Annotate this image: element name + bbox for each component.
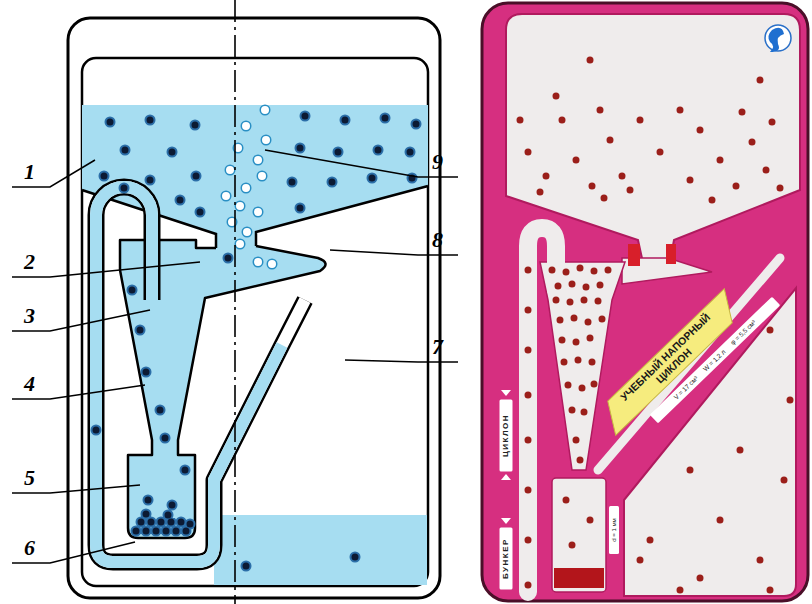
leader-line <box>12 160 200 563</box>
band-fill <box>500 399 513 471</box>
water-chamber <box>214 515 427 585</box>
logo <box>765 25 791 51</box>
return-channel <box>528 228 556 592</box>
red-particle <box>520 60 790 590</box>
outer-frame <box>68 18 440 598</box>
light-particle <box>226 110 272 264</box>
particle-rim <box>96 116 416 566</box>
seal <box>666 244 676 264</box>
node-text: БУНКЕР <box>502 538 511 579</box>
leader-line <box>265 150 458 362</box>
callout-number: 4 <box>24 372 35 396</box>
callout-number: 8 <box>432 228 443 252</box>
marker-triangle <box>501 474 511 480</box>
bubble-rim <box>226 110 272 264</box>
section-label: БУНКЕР <box>500 527 513 589</box>
inner-frame <box>82 58 428 586</box>
marker-triangle <box>501 518 511 524</box>
band-fill <box>609 506 619 554</box>
tube-inside <box>96 187 305 562</box>
node-body: БУНКЕР <box>502 538 511 579</box>
callout-number: 3 <box>24 304 35 328</box>
callout-number: 5 <box>24 466 35 490</box>
callout-number: 1 <box>24 160 35 184</box>
band-fill <box>595 289 745 436</box>
node-body: ЦИКЛОН <box>502 413 511 456</box>
seal <box>628 244 640 266</box>
band-fill <box>650 297 781 424</box>
band-fill <box>500 527 513 589</box>
callout-number: 6 <box>24 536 35 560</box>
dimension-band: d = 1 мм <box>609 506 619 554</box>
plate <box>482 3 808 601</box>
heavy-particle <box>96 116 416 566</box>
tube-water <box>96 187 282 562</box>
marker-triangle <box>501 390 511 396</box>
node-text: d = 1 мм <box>611 518 618 541</box>
section-label: ЦИКЛОН <box>500 399 513 471</box>
logo-mark <box>768 28 784 52</box>
axis-line <box>234 0 236 604</box>
callout-number: 2 <box>24 250 35 274</box>
callout-number: 9 <box>432 150 443 174</box>
tube-wall <box>96 187 305 562</box>
hopper-cavity <box>552 478 606 592</box>
node-text: ЦИКЛОН <box>502 413 511 456</box>
callout-number: 7 <box>432 335 443 359</box>
sediment <box>554 568 604 588</box>
node-body: d = 1 мм <box>611 518 618 541</box>
